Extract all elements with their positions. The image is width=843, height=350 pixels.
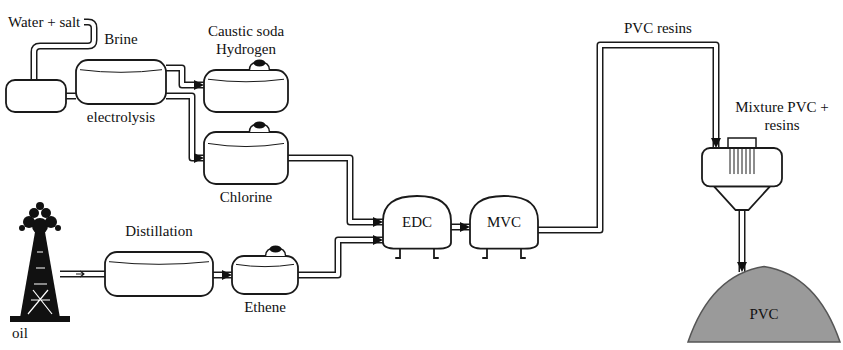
pipe-wall [288,158,383,222]
pipe-wall [538,45,716,230]
tank-seam [208,143,284,146]
flow-arrow [742,210,743,272]
stirrer-blade [730,148,731,174]
plain-label: Water + salt [6,13,82,31]
flow-arrow [166,96,204,158]
pipe-wall [451,224,470,231]
pile-outline [688,266,840,342]
tank-seam [109,262,209,265]
flow-arrow [451,227,470,228]
node-heading: Caustic soda Hydrogen [191,22,301,58]
transfer-pipe [66,93,76,100]
stirrer-blade [754,148,755,174]
pipe-bore [451,225,470,229]
distillation-tank-outline [105,252,213,296]
oil-derrick [10,202,70,322]
electrolysis-tank-outline [76,60,166,104]
pipe-wall [166,68,204,85]
storage-tank-outline [204,132,288,184]
flow-arrow [213,275,232,276]
pipe-bore [166,96,204,158]
distillation-tank: Distillation [105,252,213,296]
pipe-wall [213,272,232,279]
flow-arrow [76,271,84,277]
flow-arrow [538,45,716,230]
pipe-connector [288,158,383,222]
pipe-bore [288,158,383,222]
tank-body [204,70,288,112]
storage-tank: Caustic soda Hydrogen [204,70,288,112]
stirrer-blade [750,148,751,174]
flow-arrow [166,68,204,85]
reactor-legs [482,249,526,258]
tank-seam [208,79,284,82]
stirrer-blade [746,148,747,174]
reactor-body [470,196,538,249]
oil-pipe [60,271,105,278]
pipe-connector [166,68,204,85]
node-heading: Distillation [125,222,193,240]
storage-tank-outline [232,256,298,294]
reactor-vessel: MVC [470,196,538,258]
pipe-bore [166,68,204,85]
flow-arrow [298,240,383,275]
product-pile: PVC [688,258,840,342]
node-heading: Mixture PVC + resins [728,98,836,134]
mixer-motor [728,138,756,148]
reactor-body [383,196,451,249]
mixing-tank [6,80,66,112]
storage-tank-outline [204,70,288,112]
pipe-label: PVC resins [622,19,694,37]
stirrer-blade [734,148,735,174]
stirrer-blade [738,148,739,174]
pipe-connector [742,210,743,272]
tank-cap [253,122,265,129]
node-heading: Chlorine [220,188,273,206]
oil-pipe-bore [59,272,106,276]
pipe-wall [166,96,204,158]
tank-seam [80,70,162,73]
mixer-funnel [714,186,770,210]
reactor-legs [395,249,439,258]
pipe-connector [298,240,383,275]
pipe-connector [451,227,470,228]
tank-seam [236,264,294,266]
tank-body [76,60,166,104]
pipe-bore [213,273,232,277]
tank-body [232,256,298,294]
storage-tank: Ethene [232,256,298,294]
mixer-vessel: Mixture PVC + resins [702,148,782,210]
pipe-connector [166,96,204,158]
flow-arrow [288,158,383,222]
mixer-body [702,148,782,186]
pipe-connector [213,275,232,276]
storage-tank: Chlorine [204,132,288,184]
node-heading: Ethene [244,298,286,316]
tank-body [204,132,288,184]
pipe-wall [739,210,746,272]
tank-cap [253,60,265,67]
node-label: MVC [487,213,521,231]
mixer-vessel-outline [702,148,782,210]
pipe-bore [740,210,744,272]
reactor-vessel: EDC [383,196,451,258]
node-heading: Brine [104,30,137,48]
product-pile-outline [688,258,840,342]
tank-body [105,252,213,296]
plain-label: oil [10,324,30,342]
pipe-connector [538,45,716,230]
tank-cap [270,246,282,253]
node-label: EDC [402,213,432,231]
pipe-wall [298,240,383,275]
electrolysis-tank: Brineelectrolysis [76,60,166,104]
stirrer-blade [742,148,743,174]
pipe-bore [298,240,383,275]
node-heading: electrolysis [87,108,155,126]
node-label: PVC [749,305,778,323]
pipe-bore [538,45,716,230]
